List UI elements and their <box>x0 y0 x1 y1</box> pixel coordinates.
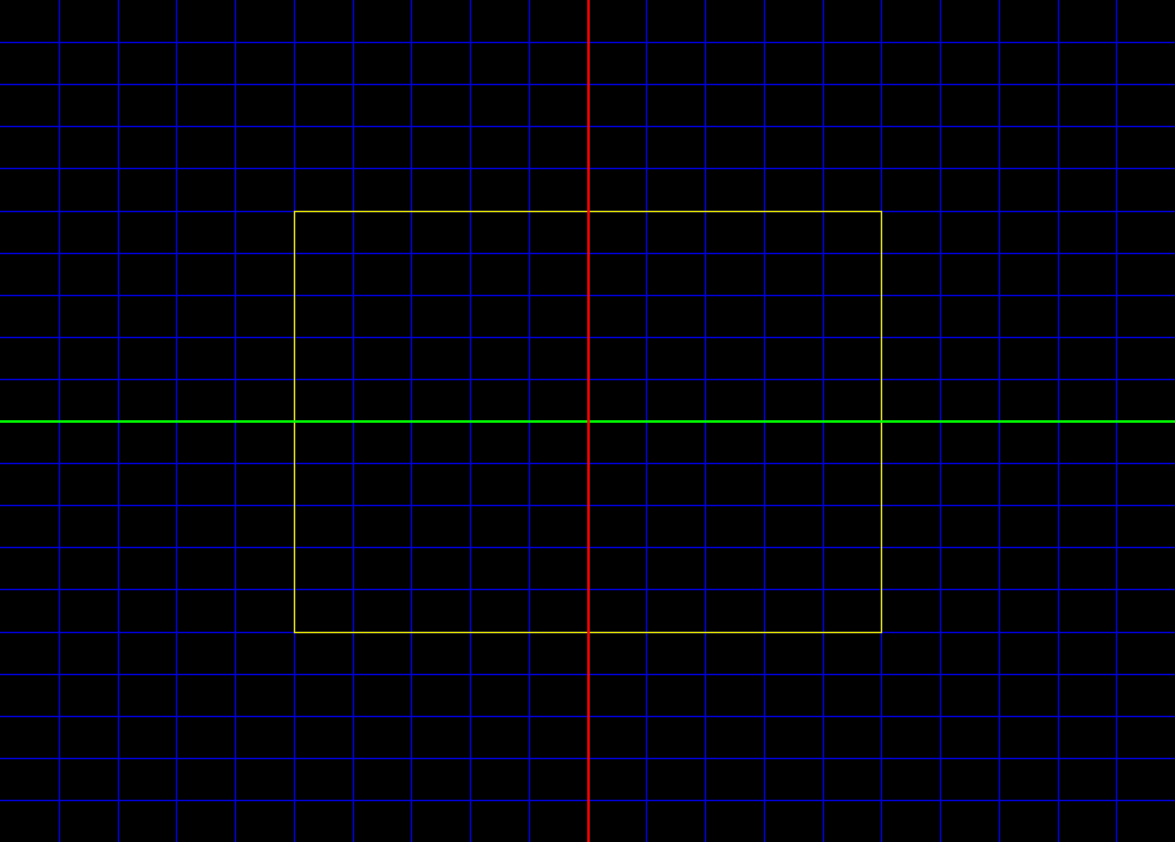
grid-viewport <box>0 0 1175 842</box>
grid-canvas <box>0 0 1175 842</box>
